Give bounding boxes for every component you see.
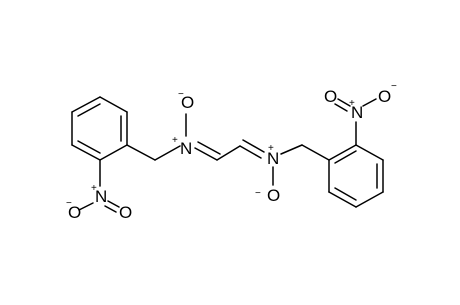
charge-plus-right-oxide: + <box>268 143 274 154</box>
atom-n-left-nitro: N <box>95 187 107 206</box>
charge-plus-left-nitro: + <box>91 183 97 194</box>
right-nitro-o-double-bond-2 <box>334 103 348 112</box>
left-c-n-double-bond-2 <box>197 141 221 155</box>
left-nitro-o-double-bond <box>107 200 120 208</box>
right-nitro-o-bond <box>362 98 377 107</box>
right-c-n-double-bond <box>239 145 262 159</box>
atom-o-right-oxide: O <box>267 186 280 205</box>
left-c-n-double-bond <box>194 147 218 161</box>
atom-o-right-nitro-a: O <box>324 87 337 106</box>
charge-minus-right-nitro: − <box>391 81 397 92</box>
left-nitro-o-double-bond-2 <box>104 205 117 213</box>
charge-plus-left-oxide: + <box>172 135 178 146</box>
atom-o-right-nitro-b: O <box>378 87 391 106</box>
atom-o-left-oxide: O <box>181 93 194 112</box>
atom-n-right-oxide: N <box>267 149 279 168</box>
charge-plus-right-nitro: + <box>349 98 355 109</box>
right-c-n-double-bond-2 <box>242 139 265 153</box>
atom-n-right-nitro: N <box>351 103 363 122</box>
right-nitro-o-double-bond <box>337 98 351 107</box>
atom-n-left-oxide: N <box>180 139 192 158</box>
left-ch2-n-bond <box>154 145 181 161</box>
charge-minus-right-oxide: − <box>255 188 261 199</box>
right-n-ch2-bond <box>280 144 303 155</box>
atom-o-left-nitro-a: O <box>68 203 81 222</box>
central-c-c-bond <box>216 145 241 161</box>
right-ch2-ring-bond <box>301 144 330 161</box>
charge-minus-left-oxide: − <box>178 89 184 100</box>
left-benzene-ring <box>71 96 128 161</box>
atom-o-left-nitro-b: O <box>119 203 132 222</box>
left-nitro-o-bond <box>78 202 94 211</box>
left-ring-ch2-bond <box>126 144 156 161</box>
charge-minus-left-nitro: − <box>66 198 72 209</box>
right-benzene-ring <box>328 144 384 208</box>
